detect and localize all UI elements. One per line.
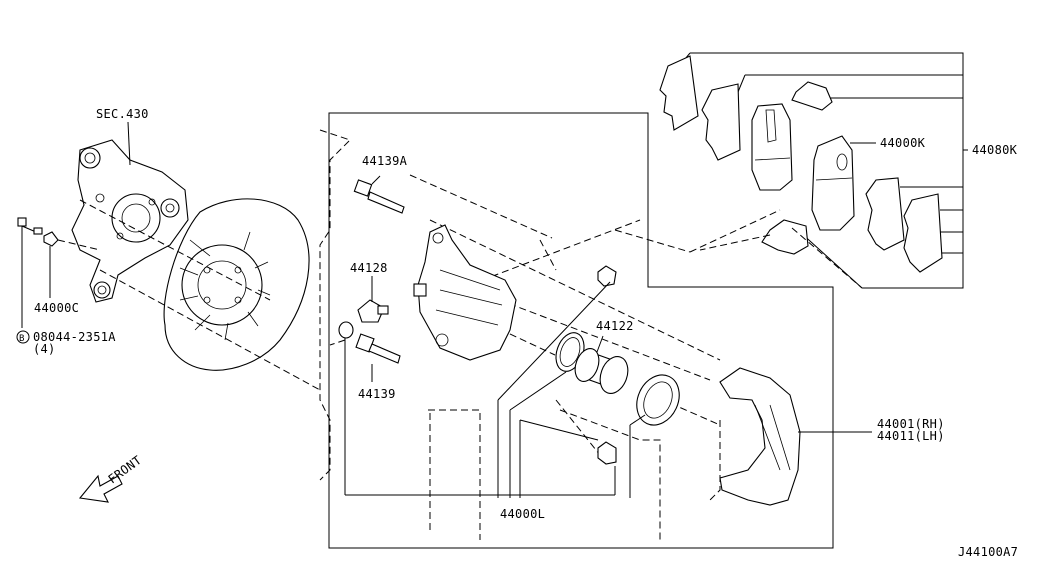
- bleeder-screw-bottom: [597, 441, 617, 465]
- guide-pin-44139: [355, 333, 401, 364]
- sec430-leader: [127, 121, 131, 166]
- boot-44128: [357, 299, 389, 323]
- brake-pad-inner: [811, 135, 855, 231]
- pad-dashed-lines: [699, 227, 863, 289]
- inner-shim-2: [903, 193, 943, 273]
- label-bolt-qty: (4): [33, 342, 56, 356]
- steering-knuckle: [71, 139, 189, 303]
- dashed-bolt-path: [57, 199, 321, 391]
- label-44080k: 44080K: [972, 143, 1018, 157]
- label-44139a: 44139A: [362, 154, 408, 168]
- washer-44000c: [43, 231, 59, 247]
- dashed-assembly-lines: [319, 129, 781, 540]
- piston-boot: [636, 374, 680, 426]
- bleeder-screw-top: [597, 265, 617, 287]
- label-sec430: SEC.430: [96, 107, 149, 121]
- label-44128: 44128: [350, 261, 388, 275]
- piston: [574, 348, 629, 394]
- outer-shim-2: [701, 83, 741, 161]
- guide-pin-44139a: [353, 179, 405, 214]
- pad-clip-upper: [791, 81, 833, 111]
- caliper-support: [719, 367, 801, 506]
- bolt-badge-icon: [16, 330, 30, 344]
- label-44000k: 44000K: [880, 136, 926, 150]
- label-bolt: 08044-2351A: [33, 330, 116, 344]
- pad-kit-leader-lines: [662, 52, 968, 289]
- cap-seal: [338, 321, 354, 339]
- caliper-body: [413, 224, 517, 361]
- brake-pad-outer: [751, 103, 793, 191]
- dust-shield: [163, 198, 310, 371]
- label-44000c: 44000C: [34, 301, 79, 315]
- front-arrow-icon: [78, 474, 123, 503]
- seal-leader-lines: [497, 281, 646, 498]
- label-44011: 44011(LH): [877, 429, 945, 443]
- label-44000l: 44000L: [500, 507, 545, 521]
- label-bolt-badge: B: [19, 334, 25, 344]
- pad-clip-lower: [761, 219, 809, 255]
- inner-shim-1: [865, 177, 905, 251]
- drawing-id: J44100A7: [958, 545, 1018, 559]
- label-44139: 44139: [358, 387, 396, 401]
- outer-shim-1: [659, 55, 699, 131]
- label-front: FRONT: [106, 453, 145, 486]
- label-44122: 44122: [596, 319, 634, 333]
- pin-leader-lines: [344, 175, 615, 496]
- label-44001: 44001(RH): [877, 417, 945, 431]
- caliper-assembly-frame: [328, 112, 834, 549]
